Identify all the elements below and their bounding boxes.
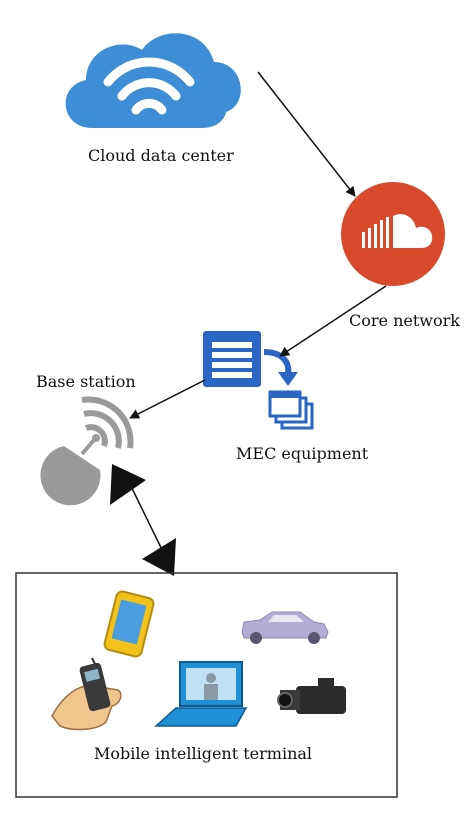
hand-phone-icon <box>51 657 122 731</box>
arrow-mec-to-base <box>129 379 206 419</box>
wifi-cloud-icon <box>65 33 241 128</box>
camcorder-icon <box>277 678 346 714</box>
smartphone-icon <box>103 590 155 658</box>
laptop-icon <box>154 661 248 727</box>
core-network-label: Core network <box>349 311 460 330</box>
car-icon <box>241 611 329 644</box>
server-list-icon <box>203 331 298 387</box>
terminal-label: Mobile intelligent terminal <box>94 744 313 763</box>
arrow-base-terminal <box>110 464 176 576</box>
mec-equipment-label: MEC equipment <box>236 444 369 463</box>
satellite-dish-icon <box>40 396 134 506</box>
soundcloud-core-icon <box>341 182 445 286</box>
terminal-box <box>15 572 398 798</box>
stacked-windows-icon <box>268 390 314 430</box>
cloud-label: Cloud data center <box>88 146 234 165</box>
arrow-cloud-to-core <box>257 71 356 197</box>
base-station-label: Base station <box>36 372 136 391</box>
arrow-core-to-mec <box>279 285 387 357</box>
